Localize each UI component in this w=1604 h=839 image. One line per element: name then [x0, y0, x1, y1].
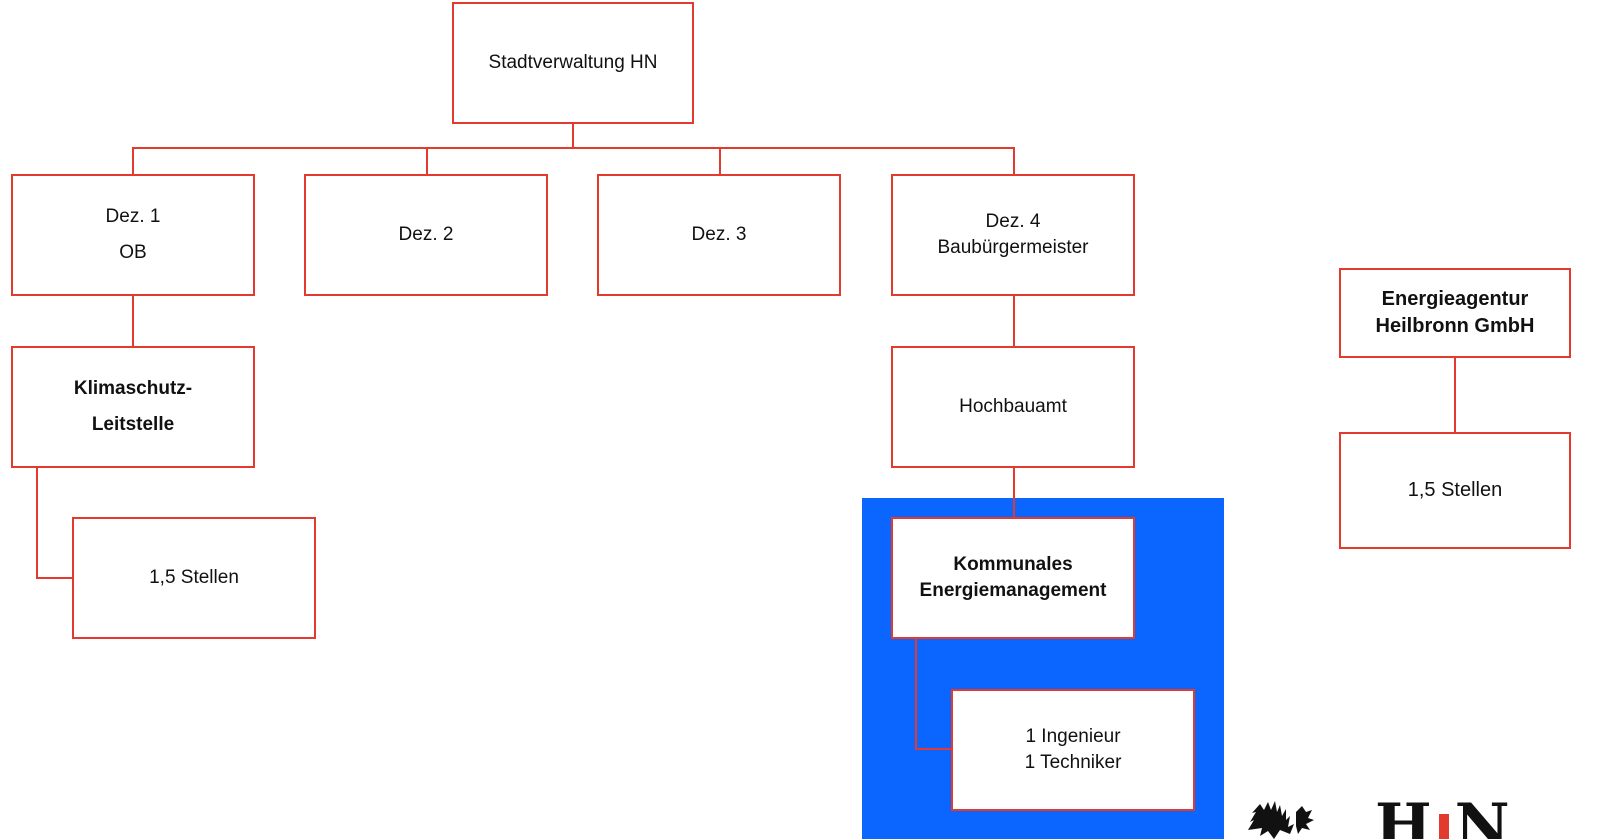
connector-klimaschutz-staff-horizontal — [36, 577, 73, 579]
connector-energiemanagement-staff-horizontal — [915, 748, 952, 750]
connector-klimaschutz-staff-vertical — [36, 467, 38, 579]
logo-letter-h: H — [1375, 798, 1433, 839]
hochbauamt-box: Hochbauamt — [891, 346, 1135, 468]
connector-to-dez2 — [426, 147, 428, 174]
department-dez1-line-1: Dez. 1 — [105, 205, 161, 227]
logo-letter-n: N — [1454, 798, 1511, 839]
klimaschutz-staff-label: 1,5 Stellen — [149, 567, 239, 589]
department-dez4-line-1: Dez. 4 — [985, 211, 1041, 233]
energieagentur-box: Energieagentur Heilbronn GmbH — [1339, 268, 1571, 358]
energiemanagement-line-1: Kommunales — [953, 554, 1073, 576]
connector-root-down — [572, 124, 574, 149]
energieagentur-line-2: Heilbronn GmbH — [1375, 315, 1535, 337]
energiemanagement-staff-line-2: 1 Techniker — [1024, 752, 1122, 773]
root-box: Stadtverwaltung HN — [452, 2, 694, 124]
connector-energiemanagement-staff-vertical — [915, 638, 917, 750]
klimaschutz-leitstelle-box: Klimaschutz- Leitstelle — [11, 346, 255, 468]
connector-to-dez1 — [132, 147, 134, 174]
energiemanagement-box: Kommunales Energiemanagement — [891, 517, 1135, 639]
connector-energieagentur-staff — [1454, 356, 1456, 434]
hochbauamt-label: Hochbauamt — [959, 396, 1067, 418]
connector-dez4-hochbauamt — [1013, 295, 1015, 346]
department-box-dez2: Dez. 2 — [304, 174, 548, 296]
energiemanagement-staff-box: 1 Ingenieur 1 Techniker — [951, 689, 1195, 811]
department-box-dez4: Dez. 4 Baubürgermeister — [891, 174, 1135, 296]
root-label: Stadtverwaltung HN — [488, 52, 658, 74]
department-dez3-line-1: Dez. 3 — [691, 224, 747, 246]
energiemanagement-line-2: Energiemanagement — [919, 580, 1107, 601]
department-dez1-line-2: OB — [119, 242, 147, 263]
klimaschutz-staff-box: 1,5 Stellen — [72, 517, 316, 639]
connector-to-dez3 — [719, 147, 721, 174]
connector-hochbauamt-energiemanagement — [1013, 467, 1015, 518]
logo-accent-bar — [1438, 814, 1449, 839]
energieagentur-line-1: Energieagentur — [1381, 288, 1529, 310]
energieagentur-staff-box: 1,5 Stellen — [1339, 432, 1571, 549]
department-dez4-line-2: Baubürgermeister — [937, 237, 1089, 258]
energiemanagement-staff-line-1: 1 Ingenieur — [1025, 726, 1121, 748]
eagle-icon — [1248, 801, 1314, 839]
energieagentur-staff-label: 1,5 Stellen — [1407, 479, 1503, 501]
klimaschutz-line-1: Klimaschutz- — [73, 377, 193, 399]
connector-dez1-klimaschutz — [132, 295, 134, 346]
connector-departments-bar — [132, 147, 1014, 149]
connector-to-dez4 — [1013, 147, 1015, 174]
department-box-dez3: Dez. 3 — [597, 174, 841, 296]
department-box-dez1: Dez. 1 OB — [11, 174, 255, 296]
department-dez2-line-1: Dez. 2 — [398, 224, 454, 246]
klimaschutz-line-2: Leitstelle — [91, 414, 175, 435]
